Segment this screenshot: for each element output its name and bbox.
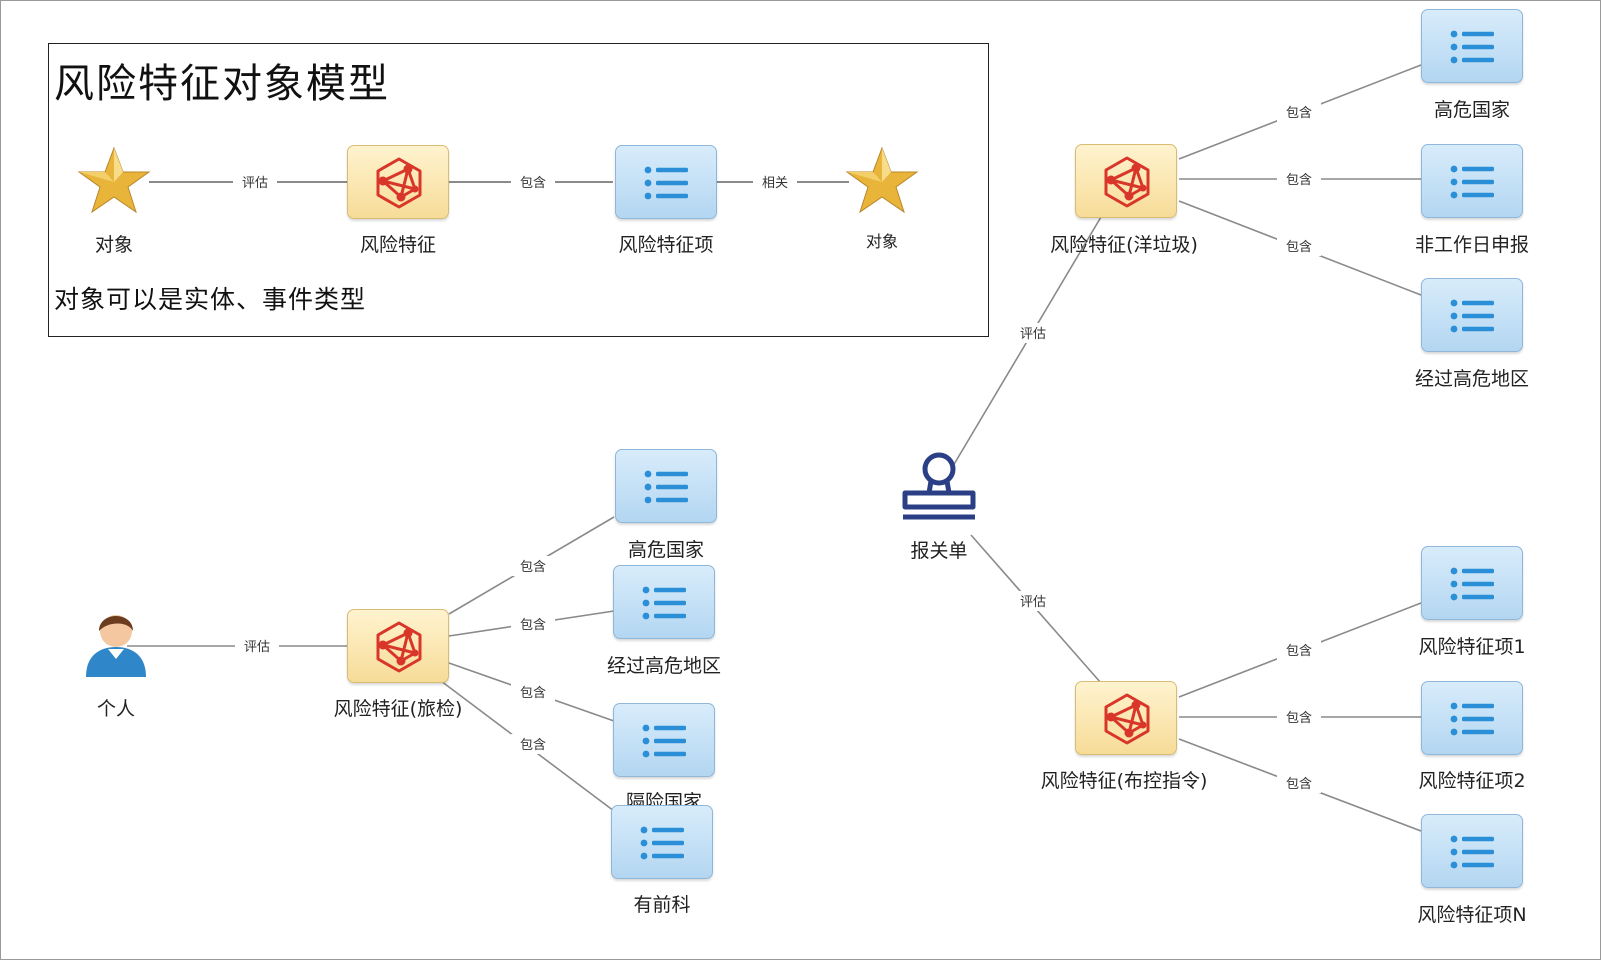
edge-label-control-1: 包含 xyxy=(1286,643,1312,659)
edge-label-travel-1: 包含 xyxy=(520,559,546,575)
risk-garbage-label: 风险特征(洋垃圾) xyxy=(1050,234,1198,256)
risk-feature-icon xyxy=(376,157,422,209)
legend-edge-label-related: 相关 xyxy=(762,176,788,191)
legend-risk-item-node[interactable] xyxy=(615,145,717,219)
edge-label-garbage-2: 包含 xyxy=(1286,172,1312,188)
list-icon xyxy=(1450,30,1494,64)
travel-item-node-2[interactable] xyxy=(613,565,715,639)
legend-label-risk-item: 风险特征项 xyxy=(618,234,714,256)
risk-garbage-node[interactable] xyxy=(1075,144,1177,218)
list-icon xyxy=(640,826,684,860)
risk-travel-node[interactable] xyxy=(347,609,449,683)
control-item-label-3: 风险特征项N xyxy=(1417,904,1527,926)
legend-panel xyxy=(48,43,989,337)
legend-label-object-right: 对象 xyxy=(865,232,899,251)
edge-label-control-2: 包含 xyxy=(1286,710,1312,726)
garbage-item-label-2: 非工作日申报 xyxy=(1414,234,1530,256)
stamp-icon xyxy=(902,452,976,520)
person-label: 个人 xyxy=(96,698,136,720)
control-item-node-3[interactable] xyxy=(1421,814,1523,888)
travel-item-label-2: 经过高危地区 xyxy=(606,655,722,677)
garbage-item-label-1: 高危国家 xyxy=(1433,99,1511,121)
legend-edge-label-contains: 包含 xyxy=(520,175,546,191)
edge-label-travel-2: 包含 xyxy=(520,617,546,633)
travel-item-label-4: 有前科 xyxy=(633,894,691,916)
risk-feature-icon xyxy=(1104,693,1150,745)
edge-label-garbage-1: 包含 xyxy=(1286,105,1312,121)
person-icon xyxy=(86,615,146,677)
travel-item-node-3[interactable] xyxy=(613,703,715,777)
list-icon xyxy=(644,470,688,504)
legend-note: 对象可以是实体、事件类型 xyxy=(54,285,367,314)
list-icon xyxy=(1450,835,1494,869)
declaration-label: 报关单 xyxy=(910,540,968,562)
list-icon xyxy=(1450,567,1494,601)
travel-item-node-4[interactable] xyxy=(611,805,713,879)
edge-label-declaration-control: 评估 xyxy=(1020,595,1046,610)
edge-label-declaration-garbage: 评估 xyxy=(1020,327,1046,342)
risk-feature-icon xyxy=(376,621,422,673)
risk-feature-icon xyxy=(1104,156,1150,208)
control-item-node-2[interactable] xyxy=(1421,681,1523,755)
legend-risk-feature-node[interactable] xyxy=(347,145,449,219)
control-item-node-1[interactable] xyxy=(1421,546,1523,620)
list-icon xyxy=(1450,702,1494,736)
legend-edge-label-evaluate: 评估 xyxy=(242,176,268,191)
garbage-item-node-1[interactable] xyxy=(1421,9,1523,83)
edge-label-garbage-3: 包含 xyxy=(1286,239,1312,255)
control-item-label-1: 风险特征项1 xyxy=(1418,636,1526,658)
legend-label-object-left: 对象 xyxy=(94,234,134,256)
edge-label-travel-3: 包含 xyxy=(520,685,546,701)
edge-label-travel-4: 包含 xyxy=(520,737,546,753)
garbage-item-node-2[interactable] xyxy=(1421,144,1523,218)
risk-control-label: 风险特征(布控指令) xyxy=(1040,770,1208,792)
legend-label-risk-feature: 风险特征 xyxy=(359,234,437,256)
travel-item-node-1[interactable] xyxy=(615,449,717,523)
edge-label-person-travel: 评估 xyxy=(244,640,270,655)
risk-control-node[interactable] xyxy=(1075,681,1177,755)
list-icon xyxy=(642,724,686,758)
list-icon xyxy=(1450,299,1494,333)
control-item-label-2: 风险特征项2 xyxy=(1418,770,1526,792)
risk-travel-label: 风险特征(旅检) xyxy=(333,698,463,720)
garbage-item-label-3: 经过高危地区 xyxy=(1414,368,1530,390)
garbage-item-node-3[interactable] xyxy=(1421,278,1523,352)
list-icon xyxy=(1450,165,1494,199)
legend-title: 风险特征对象模型 xyxy=(54,61,390,107)
list-icon xyxy=(644,166,688,200)
edge-label-control-3: 包含 xyxy=(1286,776,1312,792)
travel-item-label-1: 高危国家 xyxy=(627,539,705,561)
list-icon xyxy=(642,586,686,620)
